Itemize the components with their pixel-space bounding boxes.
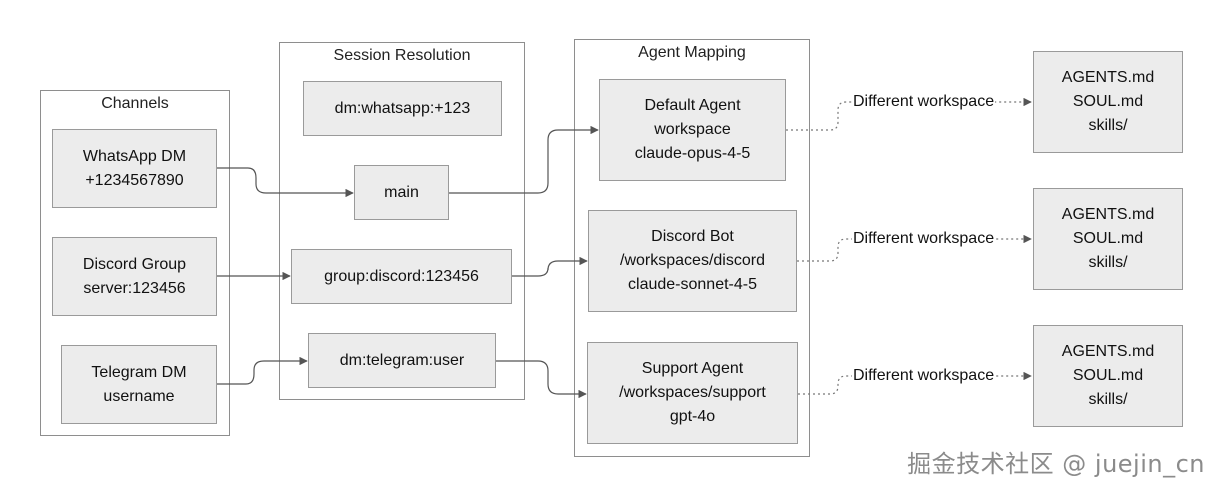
workspace-discord-line2: SOUL.md <box>1072 230 1144 247</box>
edge-group-to-discord-bot <box>512 256 588 277</box>
edge-label-different-workspace: Different workspace <box>852 229 996 249</box>
edge-default-agent-to-workspace <box>786 97 1032 131</box>
agent-support-line1: Support Agent <box>641 360 744 377</box>
session-main-label: main <box>384 183 419 201</box>
agent-support-line2: /workspaces/support <box>619 384 766 401</box>
workspace-files-default[interactable]: AGENTS.md SOUL.md skills/ <box>1033 51 1183 153</box>
channel-discord-group[interactable]: Discord Group server:123456 <box>52 237 217 316</box>
workspace-default-line2: SOUL.md <box>1072 93 1144 110</box>
workspace-files-support[interactable]: AGENTS.md SOUL.md skills/ <box>1033 325 1183 427</box>
workspace-default-line1: AGENTS.md <box>1061 69 1155 86</box>
workspace-files-discord[interactable]: AGENTS.md SOUL.md skills/ <box>1033 188 1183 290</box>
channel-telegram-line1: Telegram DM <box>91 363 187 381</box>
edge-telegram-to-dm <box>217 356 308 385</box>
agent-default-line3: claude-opus-4-5 <box>634 145 751 162</box>
channel-discord-line1: Discord Group <box>82 255 187 273</box>
session-group-discord-label: group:discord:123456 <box>324 267 479 285</box>
agent-mapping-group-title: Agent Mapping <box>638 44 746 61</box>
edge-label-different-workspace: Different workspace <box>852 92 996 112</box>
workspace-support-line2: SOUL.md <box>1072 367 1144 384</box>
workspace-discord-line1: AGENTS.md <box>1061 206 1155 223</box>
agent-discord-bot[interactable]: Discord Bot /workspaces/discord claude-s… <box>588 210 797 312</box>
agent-default-line2: workspace <box>654 121 731 138</box>
workspace-support-line1: AGENTS.md <box>1061 343 1155 360</box>
edge-whatsapp-to-main <box>217 167 354 198</box>
workspace-discord-line3: skills/ <box>1088 254 1128 271</box>
workspace-default-line3: skills/ <box>1088 117 1128 134</box>
edge-discord-bot-to-workspace <box>797 234 1032 262</box>
agent-discord-line3: claude-sonnet-4-5 <box>628 276 757 293</box>
channel-telegram-line2: username <box>103 387 175 405</box>
session-dm-telegram-label: dm:telegram:user <box>339 351 465 369</box>
edge-main-to-default-agent <box>449 125 599 194</box>
channel-telegram-dm[interactable]: Telegram DM username <box>61 345 217 424</box>
session-resolution-group-title: Session Resolution <box>333 47 471 64</box>
session-group-discord[interactable]: group:discord:123456 <box>291 249 512 304</box>
agent-default[interactable]: Default Agent workspace claude-opus-4-5 <box>599 79 786 181</box>
agent-discord-line1: Discord Bot <box>651 228 734 245</box>
edge-label-different-workspace: Different workspace <box>852 366 996 386</box>
agent-support-line3: gpt-4o <box>669 408 716 425</box>
channels-group-title: Channels <box>101 95 169 112</box>
edge-support-agent-to-workspace <box>798 371 1032 395</box>
session-dm-telegram[interactable]: dm:telegram:user <box>308 333 496 388</box>
channel-whatsapp-line1: WhatsApp DM <box>82 147 187 165</box>
workspace-support-line3: skills/ <box>1088 391 1128 408</box>
channel-whatsapp-line2: +1234567890 <box>85 171 184 189</box>
session-dm-whatsapp[interactable]: dm:whatsapp:+123 <box>303 81 502 136</box>
session-main[interactable]: main <box>354 165 449 220</box>
channel-discord-line2: server:123456 <box>83 279 186 297</box>
agent-discord-line2: /workspaces/discord <box>620 252 765 269</box>
session-dm-whatsapp-label: dm:whatsapp:+123 <box>334 99 471 117</box>
agent-support[interactable]: Support Agent /workspaces/support gpt-4o <box>587 342 798 444</box>
edge-dm-to-support-agent <box>496 360 587 399</box>
channel-whatsapp-dm[interactable]: WhatsApp DM +1234567890 <box>52 129 217 208</box>
watermark-text: 掘金技术社区 @ juejin_cn <box>907 450 1205 478</box>
agent-default-line1: Default Agent <box>644 97 741 114</box>
